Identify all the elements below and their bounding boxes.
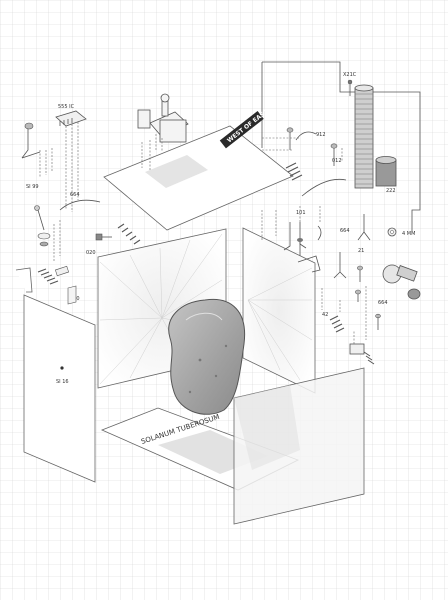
label-21: 21 <box>358 248 364 254</box>
label-101: 101 <box>296 210 306 216</box>
cylinder-icon <box>375 156 397 187</box>
label-020-a: 020 <box>86 250 96 256</box>
ic-chip: 555 IC <box>55 104 87 212</box>
coil-label: X21C <box>343 72 357 78</box>
potato-icon <box>168 298 246 415</box>
coil-icon <box>354 84 374 189</box>
panel-reflection <box>234 385 300 470</box>
left-components: SI 99 664 020 020 <box>15 122 141 305</box>
corner-clip-left <box>15 267 33 293</box>
panel-screw-hole <box>60 366 64 370</box>
ic-chip-label: 555 IC <box>58 104 75 110</box>
knob <box>382 264 421 300</box>
left-panel-label: SI 16 <box>56 379 69 385</box>
label-912: 912 <box>316 132 326 138</box>
label-664-b: 664 <box>340 228 350 234</box>
label-4mm: 4 MM <box>402 231 415 237</box>
small-bracket <box>67 285 77 305</box>
nut <box>39 241 49 247</box>
chip-icon <box>55 110 87 127</box>
label-012: 012 <box>332 158 342 164</box>
leader-lines <box>53 137 367 340</box>
screw-icon <box>34 205 45 231</box>
label-si99: SI 99 <box>26 184 39 190</box>
spring-right <box>285 162 303 181</box>
label-222: 222 <box>386 188 396 194</box>
right-components: X21C 222 912 012 101 664 <box>283 72 421 365</box>
right-bracket <box>297 255 321 273</box>
label-42: 42 <box>322 312 328 318</box>
tweezers <box>357 214 371 241</box>
clip-icon <box>21 125 29 159</box>
left-panel <box>23 294 96 483</box>
panel-rays-right <box>247 267 313 381</box>
top-board <box>103 125 294 231</box>
top-mechanism <box>137 93 189 152</box>
washer <box>37 232 51 240</box>
back-frame-outline <box>262 61 421 232</box>
lever-arm <box>301 178 347 197</box>
clip-right-1 <box>286 127 294 133</box>
connector-block <box>349 330 375 365</box>
tool-icon <box>95 223 141 245</box>
label-664-a: 664 <box>70 192 80 198</box>
top-board-shadow <box>145 155 208 188</box>
spring-icon <box>37 265 70 285</box>
wire-bracket <box>59 199 101 211</box>
label-664-c: 664 <box>378 300 388 306</box>
